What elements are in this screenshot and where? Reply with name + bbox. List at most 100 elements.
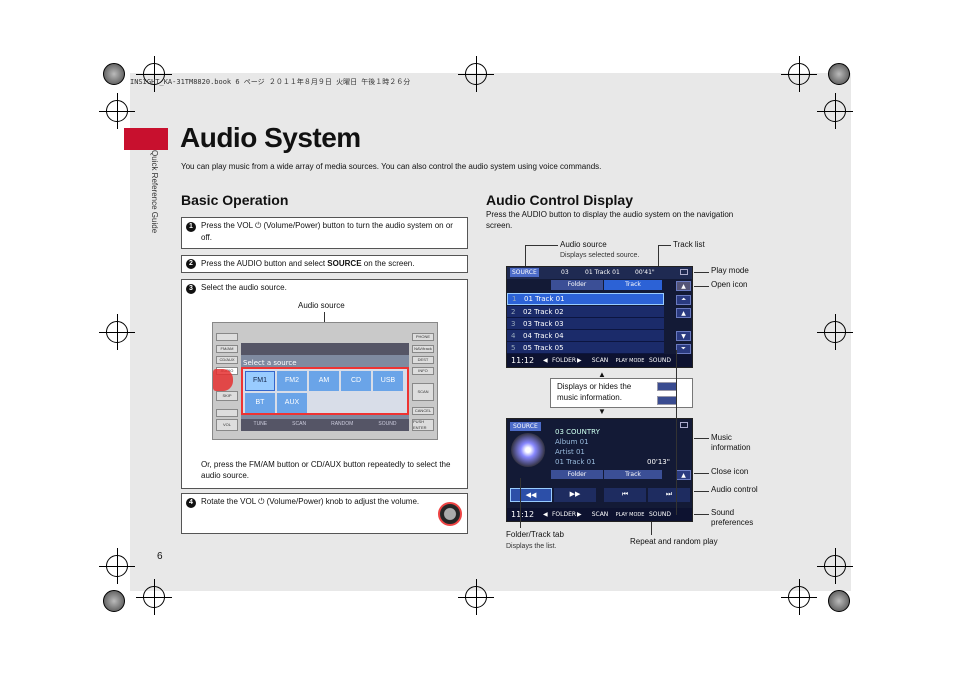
track-index: 1 [512,295,517,303]
source-aux[interactable]: AUX [277,393,307,413]
push-enter-button[interactable]: PUSH ENTER [412,419,434,431]
album-name: Album 01 [555,438,589,446]
fast-forward-button[interactable]: ▶▶ [554,488,596,502]
play-mode-button[interactable]: PLAY MODE [615,511,645,518]
track-title: 04 Track 04 [523,331,564,340]
section-tab [124,128,168,150]
audio-control-label: Audio control [711,485,758,494]
cd-aux-button[interactable]: CD/AUX [216,356,238,364]
prev-folder-icon[interactable]: ◀ [543,357,548,364]
crop-mark-icon [99,314,135,350]
crop-mark-icon [136,579,172,615]
elapsed-time: 00'13" [647,458,670,466]
close-icon [657,396,677,405]
track-list-screen: SOURCE 03 01 Track 01 00'41" Folder Trac… [506,266,693,368]
open-icon [657,382,677,391]
track-list-label: Track list [673,240,705,249]
track-row[interactable]: 5 05 Track 05 [507,342,664,354]
clock: 11:12 [511,356,535,365]
step-1-text: Press the VOL ⏻ (Volume/Power) button to… [201,221,453,242]
prev-folder-icon[interactable]: ◀ [543,511,548,518]
open-icon[interactable]: ▲ [676,281,691,291]
source-tab[interactable]: SOURCE [510,422,541,431]
step-3-box: 3 Select the audio source. Audio source … [181,279,468,489]
sound-button[interactable]: SOUND [648,357,672,364]
audio-source-callout: Audio source [298,301,345,310]
folder-button[interactable]: FOLDER [551,511,577,518]
play-mode-icon[interactable] [680,422,688,428]
crop-mark-icon [781,579,817,615]
sound-preferences-label: Sound preferences [711,508,754,528]
vol-button[interactable]: VOL [216,419,238,431]
phone-button[interactable]: PHONE [412,333,434,341]
rewind-button[interactable]: ◀◀ [510,488,552,502]
select-source-text: Select a source [243,359,297,367]
step-number: 1 [186,222,196,232]
source-fm2[interactable]: FM2 [277,371,307,391]
folder-track-tab-sublabel: Displays the list. [506,543,557,550]
folder-tab[interactable]: Folder [551,280,603,290]
registration-disc-icon [103,63,125,85]
source-bluetooth[interactable]: BT [245,393,275,413]
page-down-icon[interactable]: ⏷ [676,344,691,354]
track-tab[interactable]: Track [604,470,662,479]
track-row[interactable]: 4 04 Track 04 [507,330,664,342]
play-mode-button[interactable]: PLAY MODE [615,357,645,364]
dest-button[interactable]: DEST [412,356,434,364]
basic-operation-heading: Basic Operation [181,192,289,208]
close-icon[interactable]: ▲ [676,470,691,480]
sound-button[interactable]: SOUND [648,511,672,518]
step-2-box: 2 Press the AUDIO button and select SOUR… [181,255,468,273]
callout-line [658,245,671,246]
source-am[interactable]: AM [309,371,339,391]
track-tab[interactable]: Track [604,280,662,290]
page-up-icon[interactable]: ⏶ [676,295,691,305]
cancel-button[interactable]: CANCEL [412,407,434,415]
callout-line [520,478,521,528]
registration-disc-icon [828,590,850,612]
scan-button[interactable]: SCAN [412,383,434,401]
scan-button[interactable]: SCAN [591,511,609,518]
scan-button[interactable]: SCAN [591,357,609,364]
audio-control-heading: Audio Control Display [486,192,633,208]
folder-number: 03 [561,269,569,276]
previous-track-button[interactable]: ⏮ [604,488,646,502]
source-tab[interactable]: SOURCE [510,268,539,277]
folder-button[interactable]: FOLDER [551,357,577,364]
play-mode-icon[interactable] [680,269,688,275]
screen-status-bar: SOURCE 03 01 Track 01 00'41" [507,267,692,279]
page-title: Audio System [180,122,361,153]
nav-button[interactable]: NAV/track [412,345,434,353]
panel-button[interactable] [216,409,238,417]
step-4-text: Rotate the VOL ⏻ (Volume/Power) knob to … [201,497,420,506]
source-cd[interactable]: CD [341,371,371,391]
info-button[interactable]: INFO [412,367,434,375]
track-index: 4 [511,331,516,340]
track-title: 05 Track 05 [523,343,564,352]
next-track-button[interactable]: ⏭ [648,488,690,502]
step-2-text: Press the AUDIO button and select SOURCE… [201,258,414,270]
track-index: 2 [511,307,516,316]
artist-name: Artist 01 [555,448,585,456]
callout-line [694,473,709,474]
next-folder-icon[interactable]: ▶ [577,511,582,518]
source-fm1[interactable]: FM1 [245,371,275,391]
skip-button[interactable]: SKIP [216,391,238,401]
track-index: 5 [511,343,516,352]
scroll-down-icon[interactable]: ▼ [676,331,691,341]
panel-button[interactable] [216,333,238,341]
scroll-up-icon[interactable]: ▲ [676,308,691,318]
fm-am-button[interactable]: FM/AM [216,345,238,353]
music-info-screen: SOURCE 03 COUNTRY Album 01 Artist 01 01 … [506,418,693,522]
current-track: 01 Track 01 [585,269,620,276]
folder-tab[interactable]: Folder [551,470,603,479]
step-2-text-a: Press the AUDIO button and select [201,259,328,268]
clock: 11:12 [511,510,535,519]
source-usb[interactable]: USB [373,371,403,391]
next-folder-icon[interactable]: ▶ [577,357,582,364]
